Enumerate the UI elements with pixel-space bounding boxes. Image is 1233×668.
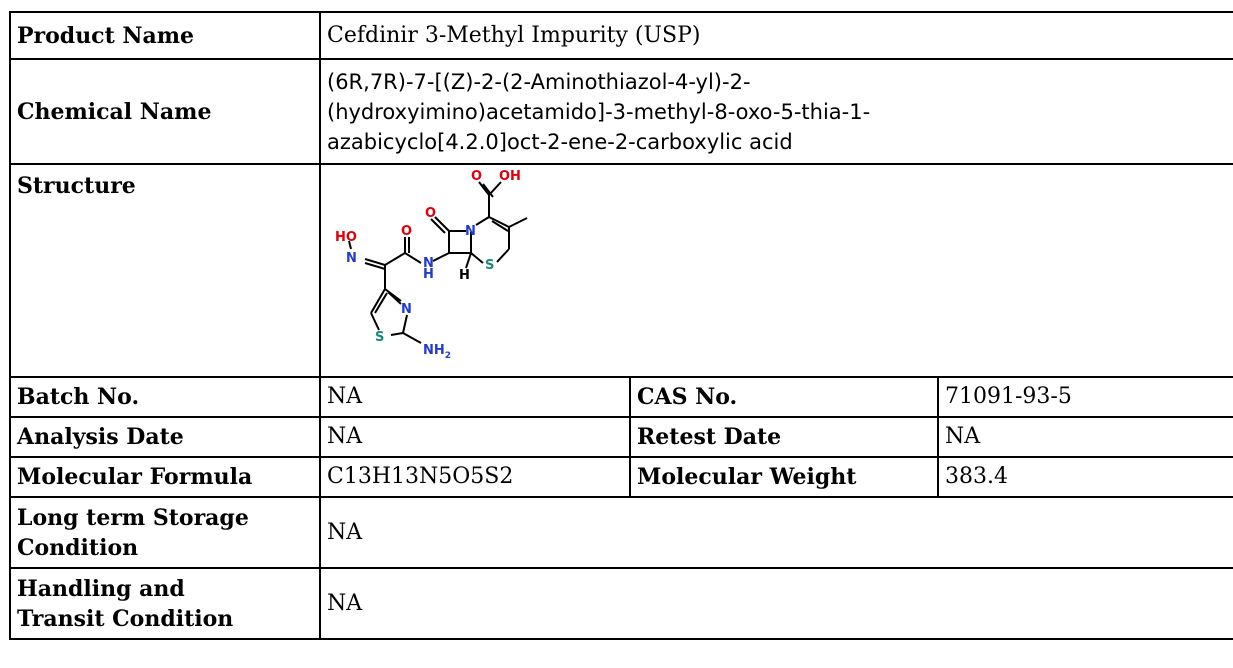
- atom-nh2: NH2: [423, 343, 451, 361]
- row-formula: Molecular Formula C13H13N5O5S2 Molecular…: [9, 456, 1233, 498]
- atom-o-lactam: O: [425, 206, 436, 221]
- batch-no-value: NA: [319, 376, 631, 418]
- molecular-formula-value: C13H13N5O5S2: [319, 456, 631, 498]
- chemical-name-value: (6R,7R)-7-[(Z)-2-(2-Aminothiazol-4-yl)-2…: [318, 58, 1233, 165]
- handling-condition-value: NA: [318, 567, 1233, 640]
- atom-o-top: O: [471, 169, 482, 184]
- storage-label-line-1: Long term Storage: [17, 504, 249, 531]
- atom-s-ring: S: [485, 258, 494, 273]
- specification-table: Product Name Cefdinir 3-Methyl Impurity …: [9, 11, 1233, 640]
- row-analysis: Analysis Date NA Retest Date NA: [9, 416, 1233, 458]
- molecular-weight-value: 383.4: [936, 456, 1233, 498]
- atom-nh2-subscript: 2: [445, 351, 451, 361]
- analysis-date-value: NA: [319, 416, 631, 458]
- storage-label-line-2: Condition: [17, 534, 139, 561]
- atom-nh2-main: NH: [423, 343, 445, 358]
- row-structure: Structure: [9, 163, 1233, 378]
- molecular-formula-label: Molecular Formula: [9, 456, 321, 498]
- structure-image-cell: O OH O N S O HO N N H H N S NH2: [318, 163, 1233, 378]
- batch-no-label: Batch No.: [9, 376, 321, 418]
- cas-no-label: CAS No.: [629, 376, 939, 418]
- atom-s-thiazole: S: [375, 330, 384, 345]
- atom-oh-top: OH: [499, 169, 521, 184]
- row-batch: Batch No. NA CAS No. 71091-93-5: [9, 376, 1233, 418]
- atom-n-thiazole: N: [401, 302, 412, 317]
- atom-n-amide: N: [423, 256, 434, 271]
- chemical-name-line-2: (hydroxyimino)acetamido]-3-methyl-8-oxo-…: [327, 99, 871, 124]
- chemical-name-line-3: azabicyclo[4.2.0]oct-2-ene-2-carboxylic …: [327, 129, 793, 154]
- molecular-weight-label: Molecular Weight: [629, 456, 939, 498]
- atom-n-ring: N: [465, 224, 476, 239]
- cas-no-value: 71091-93-5: [936, 376, 1233, 418]
- retest-date-label: Retest Date: [629, 416, 939, 458]
- chemical-name-label: Chemical Name: [9, 58, 321, 165]
- atom-o-amide: O: [401, 224, 412, 239]
- handling-label-line-1: Handling and: [17, 575, 185, 602]
- structure-label: Structure: [9, 163, 321, 378]
- handling-label-line-2: Transit Condition: [17, 605, 234, 632]
- atom-h-amide: H: [423, 267, 434, 282]
- storage-condition-value: NA: [318, 496, 1233, 569]
- chemical-structure-diagram: O OH O N S O HO N N H H N S NH2: [335, 169, 528, 361]
- product-name-label: Product Name: [9, 11, 321, 60]
- row-product-name: Product Name Cefdinir 3-Methyl Impurity …: [9, 11, 1233, 60]
- product-name-value: Cefdinir 3-Methyl Impurity (USP): [318, 11, 1233, 60]
- atom-h-stereo: H: [459, 268, 470, 283]
- atom-n-oxime: N: [346, 251, 357, 266]
- analysis-date-label: Analysis Date: [9, 416, 321, 458]
- chemical-name-line-1: (6R,7R)-7-[(Z)-2-(2-Aminothiazol-4-yl)-2…: [327, 69, 751, 94]
- retest-date-value: NA: [936, 416, 1233, 458]
- atom-ho: HO: [335, 230, 357, 245]
- row-chemical-name: Chemical Name (6R,7R)-7-[(Z)-2-(2-Aminot…: [9, 58, 1233, 165]
